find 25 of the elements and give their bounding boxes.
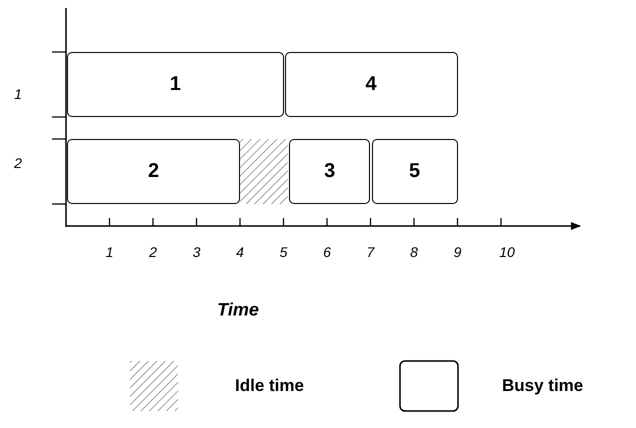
tick-label: 4 bbox=[236, 244, 244, 260]
legend-label: Idle time bbox=[235, 376, 304, 396]
task-number: 3 bbox=[324, 160, 336, 183]
task-number: 4 bbox=[365, 73, 377, 96]
row-label: 2 bbox=[14, 155, 22, 171]
tick-label: 3 bbox=[192, 244, 200, 260]
task-number: 5 bbox=[408, 160, 420, 183]
task-bar bbox=[372, 139, 458, 204]
tick-label: 5 bbox=[280, 244, 288, 260]
task-number: 2 bbox=[148, 160, 160, 183]
axis-title: Time bbox=[217, 300, 259, 320]
tick-label: 10 bbox=[499, 244, 515, 260]
tick-label: 2 bbox=[149, 244, 157, 260]
task-bar bbox=[67, 52, 284, 117]
row-label: 1 bbox=[14, 86, 22, 102]
task-bar bbox=[288, 139, 370, 204]
task-number: 1 bbox=[170, 73, 181, 96]
tick-label: 9 bbox=[454, 244, 462, 260]
tick-label: 8 bbox=[410, 244, 418, 260]
legend-label: Busy time bbox=[502, 376, 584, 396]
tick-label: 7 bbox=[366, 244, 374, 260]
task-bar bbox=[67, 139, 240, 204]
tick-label: 6 bbox=[323, 244, 331, 260]
tick-label: 1 bbox=[106, 244, 114, 260]
task-bar bbox=[284, 52, 458, 117]
